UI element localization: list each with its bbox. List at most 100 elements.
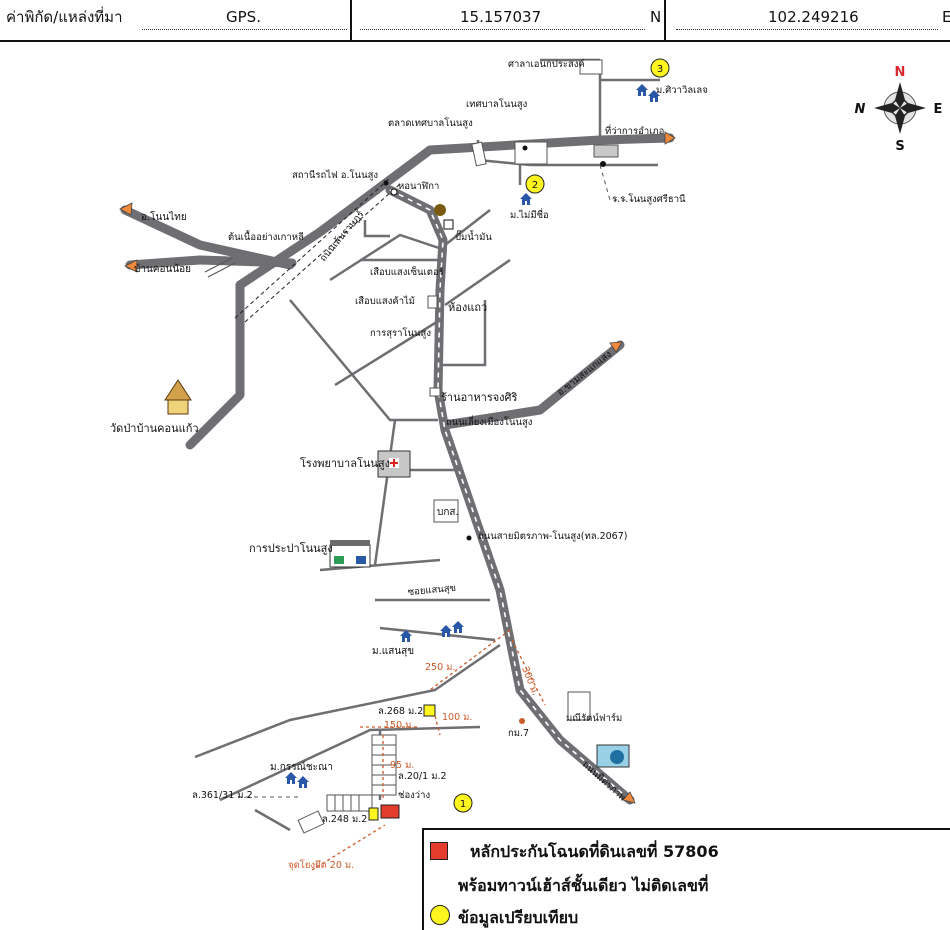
gas-pump-icon	[443, 219, 454, 230]
latitude-underline	[360, 29, 645, 30]
km7-dot	[519, 718, 525, 724]
label-distance-150: 150 ม.	[384, 720, 414, 731]
label-hong-thaew: ห้องแถว	[448, 301, 487, 314]
label-gas: ปั๊มน้ำมัน	[455, 229, 492, 243]
temple-icon	[164, 379, 192, 415]
restaurant-icon	[429, 387, 441, 397]
label-distance-250: 250 ม.	[425, 662, 455, 673]
comparable-1-number: 1	[460, 799, 466, 810]
market-icon	[471, 141, 487, 167]
source-underline	[142, 29, 347, 30]
label-lot-268: ล.268 ม.2	[378, 706, 423, 717]
comparable-3-number: 3	[657, 64, 663, 75]
compass-north: N	[895, 65, 906, 80]
compass-east: E	[934, 102, 943, 117]
legend-subject-detail: พร้อมทาวน์เฮ้าส์ชั้นเดียว ไม่ติดเลขที่	[458, 876, 709, 895]
coord-label: ค่าพิกัด/แหล่งที่มา	[6, 8, 123, 26]
label-school: ร.ร.โนนสูงศรีธานี	[612, 193, 686, 205]
label-hospital: โรงพยาบาลโนนสูง	[300, 456, 390, 470]
coordinate-header: ค่าพิกัด/แหล่งที่มา GPS. 15.157037 N 102…	[0, 0, 950, 42]
compass-west: N	[855, 102, 866, 117]
road-khonnoi	[125, 255, 297, 270]
label-tessaban: เทศบาลโนนสูง	[466, 98, 527, 110]
station-dot	[383, 180, 389, 186]
longitude-value: 102.249216	[768, 8, 859, 26]
municipal-office-icon	[514, 141, 548, 165]
label-rd-liang-mueang: ถนนเลี่ยงเมืองโนนสูง	[446, 415, 532, 428]
farm-building	[567, 691, 591, 721]
label-kan-pai: การสุราโนนสูง	[370, 327, 431, 339]
latitude-direction: N	[650, 8, 662, 26]
highway-dot	[466, 535, 472, 541]
gas-station-icon	[434, 204, 446, 216]
farm-icon	[596, 744, 630, 768]
label-clock-tower: หอนาฬิกา	[398, 181, 439, 192]
legend-comparable-label: ข้อมูลเปรียบเทียบ	[458, 908, 579, 927]
header-divider	[664, 0, 666, 40]
label-rd-mittraphap: ถนนสายมิตรภาพ-โนนสูง(ทล.2067)	[478, 530, 627, 542]
comparable-markers: 3 2 1	[368, 58, 670, 821]
hospital-icon	[377, 450, 411, 478]
legend-subject-label: หลักประกันโฉนดที่ดินเลขที่ 57806	[470, 842, 719, 861]
label-distance-95: 95 ม.	[390, 760, 414, 771]
main-road-north	[235, 133, 675, 290]
source-value: GPS.	[226, 8, 261, 26]
label-market: ตลาดเทศบาลโนนสูง	[388, 117, 473, 129]
label-ban-khon-noi: บ้านคอนน้อย	[134, 263, 191, 275]
label-moneerat: มณีรัตน์ฟาร์ม	[566, 712, 622, 724]
label-link-point: จุดโยงยึด 20 ม.	[288, 859, 354, 871]
waterworks-icon	[329, 540, 371, 568]
district-office-icon	[593, 144, 619, 158]
subject-property-marker	[380, 804, 400, 819]
road-west	[185, 280, 245, 450]
header-divider	[350, 0, 352, 40]
reference-lines	[238, 164, 640, 798]
label-lot-361: ล.361/31 ม.2	[192, 790, 253, 801]
clock-tower-dot	[390, 188, 398, 196]
road-bypass	[440, 340, 625, 430]
road-end-arrows	[119, 131, 676, 804]
label-sala: ศาลาเอนกประสงค์	[508, 58, 585, 70]
label-wat: วัดป่าบ้านคอนแก้ว	[110, 422, 199, 435]
highway-centre-line	[389, 189, 631, 801]
market-dot	[522, 145, 528, 151]
legend-subject-swatch	[430, 842, 448, 860]
label-sia-center: เสือบแสงเซ็นเตอร์	[370, 265, 444, 278]
label-to-kham-sakaesaeng: อ.ขามสะแกแสง	[555, 349, 614, 398]
label-bks: บกส.	[437, 507, 459, 518]
label-waterworks: การประปาโนนสูง	[249, 541, 333, 555]
label-restaurant: ร้านอาหารจงศิริ	[441, 391, 518, 404]
comparable-1-marker	[453, 793, 473, 813]
compass-rose-icon: N S E N	[855, 65, 943, 154]
townhouse-rows	[204, 257, 397, 834]
shophouse-icon	[427, 295, 438, 309]
label-station: สถานีรถไฟ อ.โนนสูง	[292, 169, 378, 181]
lot-248-marker	[368, 807, 379, 821]
bks-building	[433, 499, 459, 523]
label-m-sivavilas: ม.ศิวาวิลเลจ	[656, 85, 708, 96]
sala-icon	[579, 59, 603, 75]
label-m-saensuk: ม.แสนสุข	[372, 646, 414, 657]
label-sia-kamai: เสือบแสงค้าไม้	[355, 295, 415, 307]
label-district-office: ที่ว่าการอำเภอ	[605, 124, 664, 137]
label-km7: กม.7	[508, 728, 529, 739]
legend-comparable-swatch	[430, 905, 450, 925]
label-to-nonthai: อ.โนนไทย	[141, 210, 187, 223]
comparable-2-number: 2	[532, 180, 538, 191]
village-icons	[285, 84, 660, 788]
label-m-no-name: ม.ไม่มีชื่อ	[510, 208, 549, 221]
longitude-direction: E	[942, 8, 950, 26]
label-soi-saensuk: ซอยแสนสุข	[407, 583, 456, 598]
lot-268-marker	[423, 704, 436, 717]
compass-south: S	[895, 139, 904, 154]
label-distance-100: 100 ม.	[442, 712, 472, 723]
label-chong-wang: ช่องว่าง	[398, 790, 430, 801]
label-lot-248: ล.248 ม.2	[322, 814, 367, 825]
label-lot-20-1: ล.20/1 ม.2	[398, 771, 447, 782]
comparable-2-marker	[525, 174, 545, 194]
label-m-kanjana: ม.กรรณ์ชะณา	[270, 761, 333, 773]
label-tonpho: ต้นเนื้ออย่างเกาหลี	[228, 230, 304, 243]
longitude-underline	[676, 29, 938, 30]
